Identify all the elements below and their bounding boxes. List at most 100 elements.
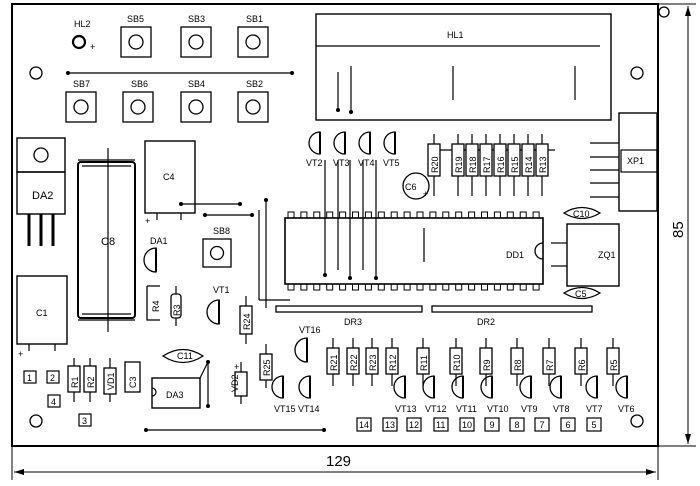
c1-capacitor: C1 + (16, 275, 68, 359)
resistor-array: R20 R19 R18 R17 R16 R15 (427, 134, 555, 196)
transistor-label: VT6 (618, 404, 635, 414)
svg-text:R25: R25 (262, 359, 272, 376)
r3-resistor: R3 (170, 286, 182, 326)
svg-text:C11: C11 (177, 351, 193, 361)
svg-text:VT4: VT4 (358, 158, 375, 168)
svg-text:C4: C4 (163, 172, 175, 182)
vt12-transistor: VT12 (422, 375, 447, 414)
dd1-pin (403, 283, 411, 291)
c10-capacitor: C10 (562, 206, 602, 220)
terminal-label: 10 (462, 420, 472, 430)
svg-text:R14: R14 (524, 156, 534, 173)
svg-text:SB8: SB8 (213, 226, 230, 236)
svg-text:VT5: VT5 (383, 158, 400, 168)
svg-text:R3: R3 (172, 304, 182, 316)
terminal-label: 9 (490, 420, 495, 430)
svg-text:DR2: DR2 (477, 317, 495, 327)
svg-text:SB3: SB3 (188, 14, 205, 24)
transistors-top: VT2 VT3 VT4 VT5 (306, 131, 400, 168)
dd1-pin (506, 211, 514, 219)
svg-text:HL1: HL1 (447, 30, 464, 40)
resistor-label: R11 (419, 355, 429, 371)
svg-text:SB2: SB2 (246, 79, 263, 89)
board-outline (11, 3, 659, 447)
dd1-pin (481, 283, 488, 291)
terminal-7: 7 (534, 417, 550, 432)
resistor-label: R9 (482, 359, 492, 371)
svg-text:R18: R18 (468, 156, 478, 173)
dd1-pin (300, 283, 308, 291)
dd1-pin (313, 283, 321, 291)
dd1-pin (519, 211, 527, 219)
dd1-pin (416, 283, 424, 291)
dr2-strip: DR2 (431, 305, 593, 327)
vt13-transistor: VT13 (393, 375, 417, 414)
vt10-transistor: VT10 (480, 375, 509, 414)
xp1-connector: XP1 (590, 112, 658, 212)
terminal-label: 13 (385, 420, 395, 430)
transistor-label: VT8 (553, 404, 570, 414)
dd1-pin (442, 283, 450, 291)
vt1-transistor: VT1 (206, 285, 230, 325)
svg-text:R16: R16 (496, 156, 506, 173)
svg-text:1: 1 (27, 373, 32, 383)
button-sb8: SB8 (202, 226, 232, 268)
r23-resistor: R23 (365, 338, 379, 386)
resistor-label: R8 (513, 359, 523, 371)
dd1-pin (519, 283, 527, 291)
c11-capacitor: C11 (161, 348, 205, 364)
dd1-pin (339, 211, 347, 219)
hl2-led: HL2 + (71, 19, 95, 52)
r13-resistor: R13 (535, 134, 549, 196)
svg-text:ZQ1: ZQ1 (598, 250, 616, 260)
svg-text:SB4: SB4 (188, 79, 205, 89)
svg-text:SB7: SB7 (73, 79, 90, 89)
svg-text:VT16: VT16 (299, 325, 321, 335)
svg-text:2: 2 (50, 373, 55, 383)
terminal-label: 14 (359, 420, 369, 430)
c6-capacitor: C6 + (402, 172, 430, 200)
dd1-pin (468, 211, 476, 219)
r6-resistor: R6 (574, 338, 588, 386)
resistor-label: R10 (452, 354, 462, 371)
vt7-transistor: VT7 (585, 375, 603, 414)
terminal-label: 8 (515, 420, 520, 430)
mounting-hole-bl (29, 414, 43, 428)
r21-resistor: R21 (326, 338, 340, 386)
dd1-pin (493, 211, 501, 219)
c4-capacitor: C4 + (144, 140, 242, 226)
button-sb5: SB5 (120, 14, 152, 58)
dd1-pin (352, 283, 359, 291)
dd1-chip: DD1 (284, 211, 544, 291)
dd1-pin (326, 211, 334, 219)
r18-resistor: R18 (465, 134, 479, 196)
r5-resistor: R5 (606, 338, 620, 386)
svg-text:129: 129 (326, 453, 351, 470)
terminal-label: 5 (592, 420, 597, 430)
dd1-pin (532, 211, 540, 219)
r2-resistor: R2 (83, 358, 97, 402)
svg-text:DA2: DA2 (32, 190, 53, 202)
r7-resistor: R7 (542, 338, 556, 386)
svg-text:3: 3 (82, 416, 87, 426)
svg-text:R15: R15 (510, 156, 520, 173)
dd1-pin (442, 211, 450, 219)
resistor-label: R7 (545, 359, 555, 371)
dd1-pin (287, 211, 295, 219)
terminal-9: 9 (484, 417, 500, 432)
r22-resistor: R22 (346, 338, 360, 386)
svg-text:DA1: DA1 (150, 236, 168, 246)
dd1-pin (390, 211, 398, 219)
dd1-pin (352, 211, 359, 219)
hl1-display: HL1 (315, 13, 612, 121)
vt2-transistor: VT2 (306, 131, 323, 168)
button-sb2: SB2 (237, 79, 269, 123)
transistor-label: VT10 (487, 404, 509, 414)
svg-text:R13: R13 (538, 156, 548, 173)
terminal-5: 5 (586, 417, 602, 432)
r19-resistor: R19 (451, 134, 465, 196)
resistor-label: R21 (329, 354, 339, 371)
terminal-label: 6 (566, 420, 571, 430)
